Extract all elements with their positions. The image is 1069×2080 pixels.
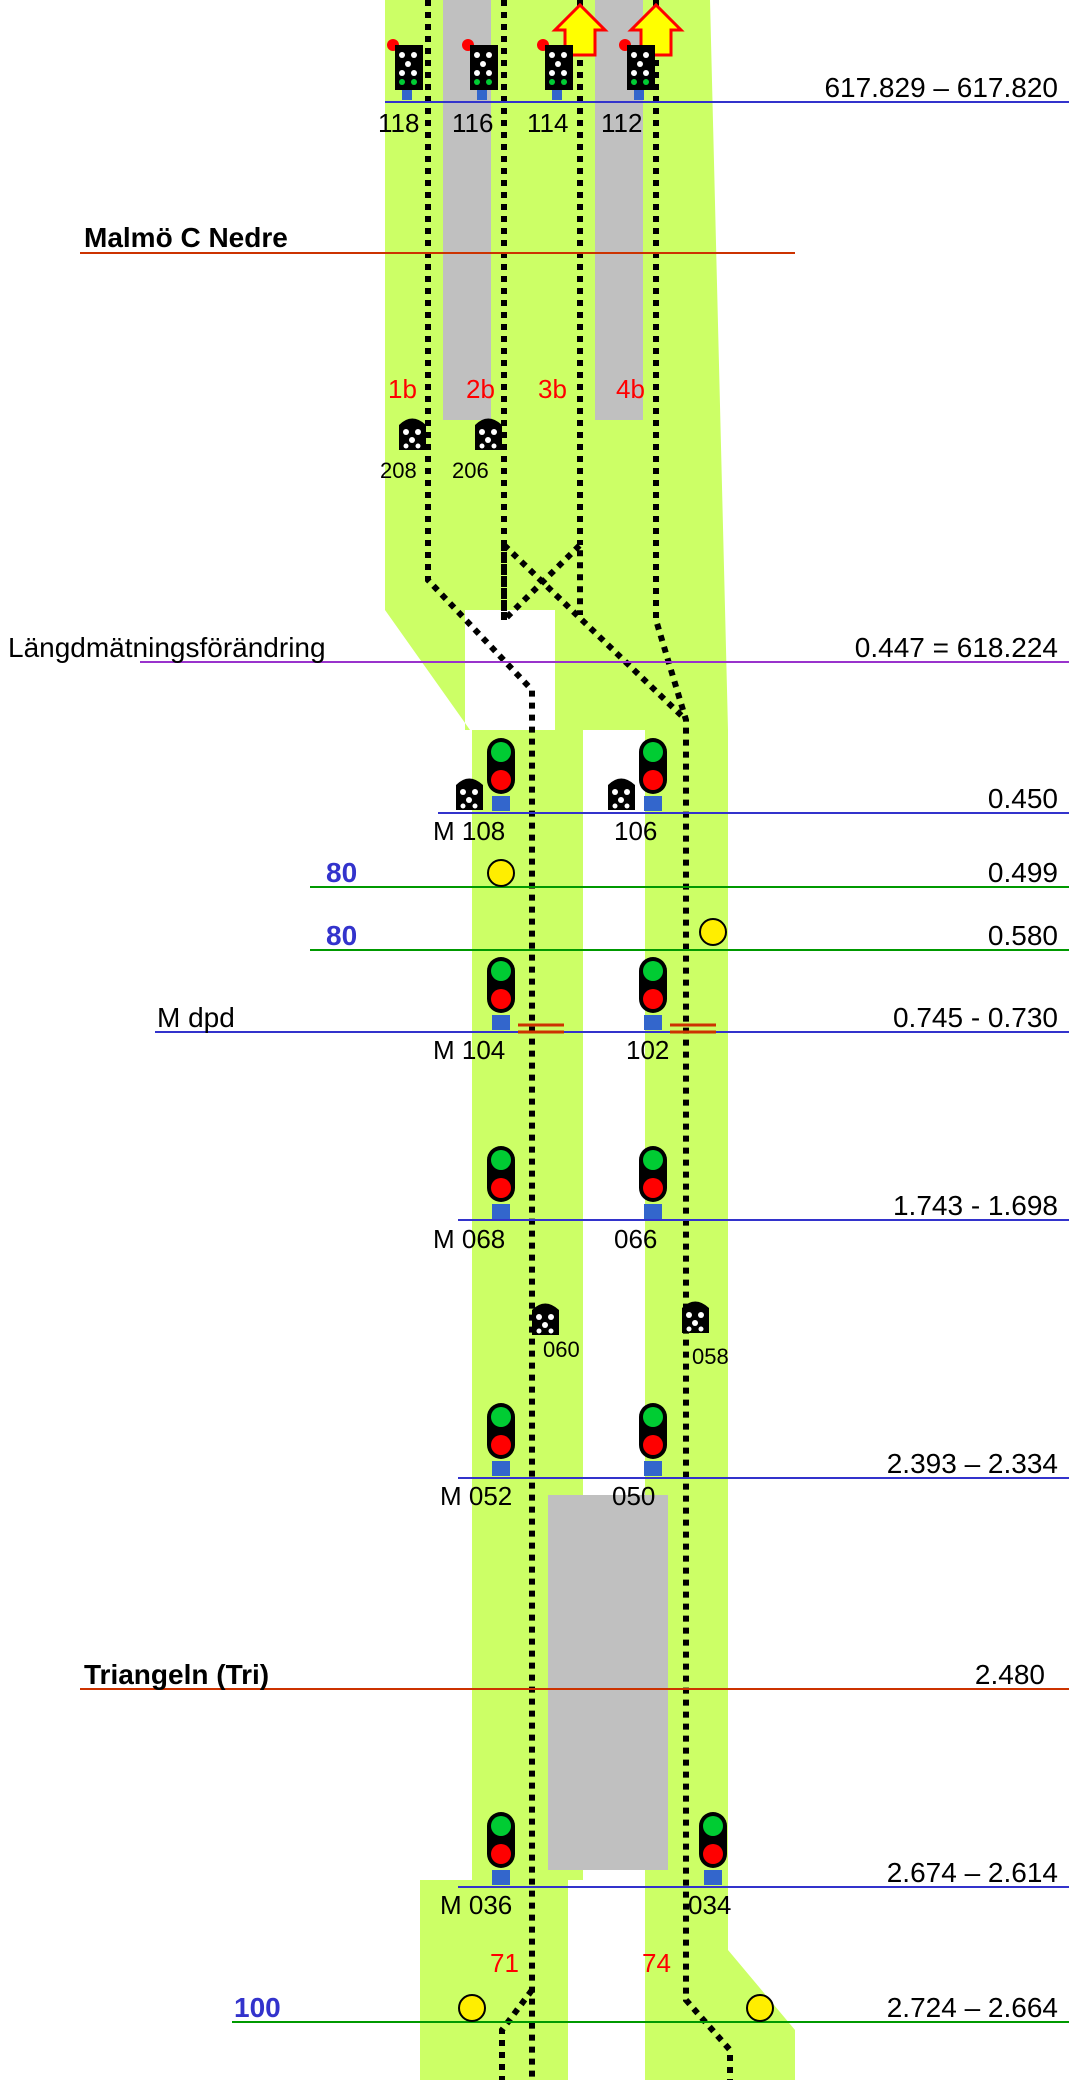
dwarf-signal-icon — [456, 778, 483, 810]
signal-label: 114 — [527, 108, 568, 138]
km-value: 0.450 — [988, 783, 1058, 814]
signal-labels: 118 116 114 112 208 206 M 108 106 M 104 … — [378, 108, 731, 1920]
km-value: 2.674 – 2.614 — [887, 1857, 1058, 1888]
km-values: 617.829 – 617.820 0.450 0.499 0.580 0.74… — [824, 72, 1058, 2023]
signal-label: M 108 — [433, 816, 505, 846]
track-label: 3b — [538, 374, 567, 404]
dot-matrix-signal-icon — [387, 39, 423, 100]
signal-label: 206 — [452, 458, 489, 483]
platform — [548, 1495, 668, 1870]
balise-icon — [458, 1994, 486, 2022]
signal-label: 066 — [614, 1224, 657, 1254]
track-label: 1b — [388, 374, 417, 404]
main-signals — [487, 738, 727, 1885]
dot-matrix-signal-icon — [462, 39, 498, 100]
signal-label: 060 — [543, 1337, 580, 1362]
track-label: 2b — [466, 374, 495, 404]
direction-arrow-up-icon — [551, 2, 685, 57]
balises — [458, 859, 774, 2022]
km-value: 2.393 – 2.334 — [887, 1448, 1058, 1479]
track-label: 71 — [490, 1948, 519, 1978]
km-value: 2.724 – 2.664 — [887, 1992, 1058, 2023]
km-value: 0.499 — [988, 857, 1058, 888]
main-signal-icon — [487, 1146, 515, 1219]
km-value: 0.745 - 0.730 — [893, 1002, 1058, 1033]
main-signal-icon — [639, 738, 667, 811]
speed-limit: 100 — [234, 1992, 281, 2023]
main-signal-icon — [487, 1403, 515, 1476]
main-signal-icon — [639, 1146, 667, 1219]
signal-label: 034 — [688, 1890, 731, 1920]
main-signal-icon — [487, 1812, 515, 1885]
signal-label: 106 — [614, 816, 657, 846]
dwarf-signals — [399, 418, 709, 1335]
track-lower-left-diverge — [499, 1988, 535, 2080]
signal-label: 058 — [692, 1344, 729, 1369]
km-value: 617.829 – 617.820 — [824, 72, 1058, 103]
track-labels: 1b 2b 3b 4b 71 74 — [388, 374, 671, 1978]
track-area-left-lower — [505, 730, 583, 2080]
main-signal-icon — [487, 738, 515, 811]
track-label: 4b — [616, 374, 645, 404]
signal-label: M 052 — [440, 1481, 512, 1511]
balise-icon — [487, 859, 515, 887]
track-label: 74 — [642, 1948, 671, 1978]
speed-limit: 80 — [326, 920, 357, 951]
signal-label: 116 — [452, 108, 493, 138]
balise-icon — [699, 918, 727, 946]
main-signal-icon — [639, 957, 667, 1030]
reference-lines — [80, 101, 1069, 2023]
track-area-right-lower — [645, 730, 795, 2080]
signal-label: 112 — [601, 108, 642, 138]
station-name: Malmö C Nedre — [84, 222, 288, 253]
dwarf-signal-icon — [399, 418, 426, 450]
dot-matrix-signal-icon — [537, 39, 573, 100]
brake-bars — [518, 1023, 716, 1034]
mdpd-label: M dpd — [157, 1002, 235, 1033]
main-signal-icon — [487, 957, 515, 1030]
km-value: 2.480 — [975, 1659, 1045, 1690]
track-3b — [501, 0, 583, 620]
km-value: 1.743 - 1.698 — [893, 1190, 1058, 1221]
km-value: 0.447 = 618.224 — [855, 632, 1058, 663]
tracks — [425, 0, 733, 2080]
main-signal-icon — [639, 1403, 667, 1476]
dwarf-signal-icon — [608, 778, 635, 810]
dot-matrix-signal-icon — [619, 39, 655, 100]
km-value: 0.580 — [988, 920, 1058, 951]
signal-label: 102 — [626, 1035, 669, 1065]
track-1b — [425, 0, 535, 2080]
speed-labels: 80 80 100 — [234, 857, 357, 2023]
main-signal-icon — [699, 1812, 727, 1885]
dwarf-signal-icon — [532, 1303, 559, 1335]
balise-icon — [746, 1994, 774, 2022]
signal-label: M 036 — [440, 1890, 512, 1920]
dwarf-signal-icon — [475, 418, 502, 450]
top-signals — [387, 39, 655, 100]
signal-label: M 068 — [433, 1224, 505, 1254]
signal-label: 118 — [378, 108, 419, 138]
signal-label: 208 — [380, 458, 417, 483]
chainage-label: Längdmätningsförändring — [8, 632, 326, 663]
signal-label: M 104 — [433, 1035, 505, 1065]
signal-label: 050 — [612, 1481, 655, 1511]
dwarf-signal-icon — [682, 1301, 709, 1333]
speed-limit: 80 — [326, 857, 357, 888]
track-4b — [653, 0, 733, 2080]
station-name: Triangeln (Tri) — [84, 1659, 269, 1690]
